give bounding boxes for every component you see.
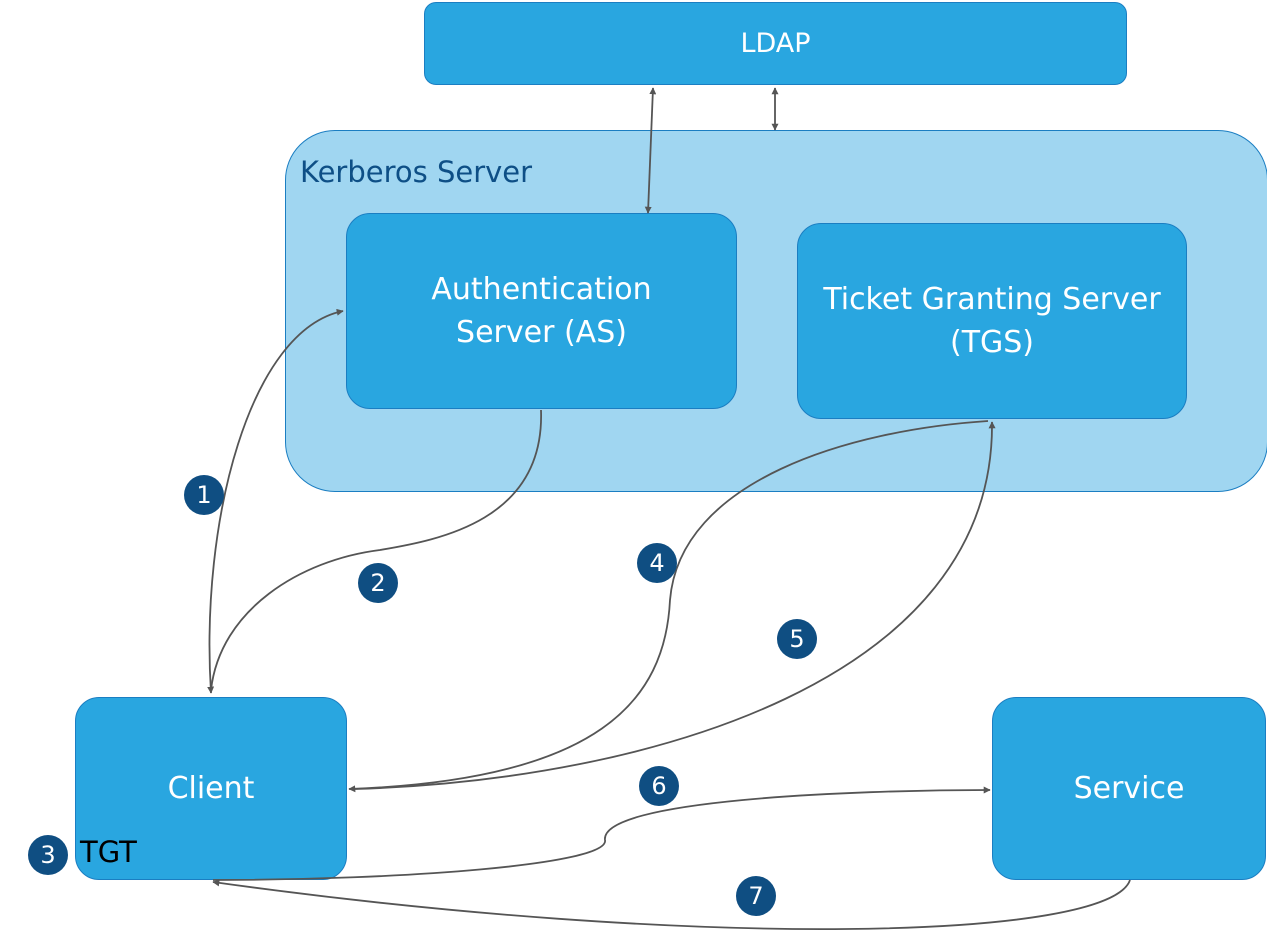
client-node: Client [75, 697, 347, 880]
arrow-step-4 [348, 420, 989, 793]
tgt-label: TGT [80, 835, 137, 869]
arrow-step-2 [210, 409, 542, 691]
arrow-step-1 [207, 308, 344, 694]
authentication-server-node: Authentication Server (AS) [346, 213, 737, 409]
authentication-server-label-line-1: Authentication [431, 271, 652, 307]
arrow-ldap-as [644, 87, 657, 214]
ldap-label: LDAP [740, 28, 811, 59]
arrow-step-5 [354, 421, 996, 790]
client-label: Client [167, 771, 255, 806]
step-badge-4: 4 [637, 543, 677, 583]
authentication-server-label-line-2: Server (AS) [456, 315, 627, 350]
step-badge-5: 5 [777, 619, 817, 659]
step-badge-1: 1 [184, 475, 224, 515]
arrow-step-6 [212, 786, 991, 881]
ticket-granting-server-node: Ticket Granting Server (TGS) [797, 223, 1187, 419]
arrow-step-7 [212, 879, 1131, 930]
kerberos-server-label: Kerberos Server [300, 155, 533, 189]
service-label: Service [1073, 771, 1185, 806]
step-badge-3: 3 [28, 835, 68, 875]
step-badge-6: 6 [639, 766, 679, 806]
service-node: Service [992, 697, 1266, 880]
ldap-node: LDAP [424, 2, 1127, 85]
step-badge-7: 7 [736, 876, 776, 916]
step-badge-2: 2 [358, 563, 398, 603]
ticket-granting-server-label-line-2: (TGS) [949, 325, 1035, 360]
ticket-granting-server-label-line-1: Ticket Granting Server [823, 281, 1161, 317]
